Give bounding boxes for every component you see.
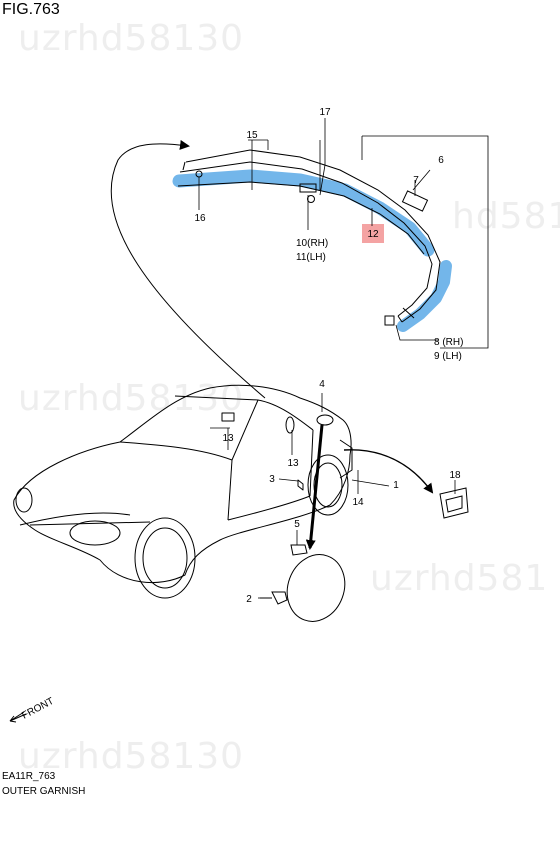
- figure-title: FIG.763: [2, 1, 60, 18]
- fuel-lid: [260, 544, 346, 622]
- callout-10[interactable]: 10(RH): [296, 238, 328, 249]
- callout-5[interactable]: 5: [294, 519, 300, 530]
- watermark: uzrhd58130: [18, 736, 245, 777]
- watermark: uzrhd58130: [18, 378, 245, 419]
- front-arrow-icon: [9, 711, 27, 723]
- callout-9[interactable]: 9 (LH): [434, 351, 462, 362]
- car-outline: [13, 384, 353, 599]
- part-18-clip: [439, 487, 469, 519]
- fuel-lid-arrow: [305, 424, 324, 550]
- callout-12[interactable]: 12: [367, 229, 379, 240]
- callout-14[interactable]: 14: [352, 497, 364, 508]
- highlight-strip-upper: [172, 169, 435, 257]
- callout-6[interactable]: 6: [438, 155, 444, 166]
- callout-3[interactable]: 3: [269, 474, 275, 485]
- watermark: uzrhd58130: [18, 18, 245, 59]
- diagram-code: EA11R_763: [2, 771, 56, 782]
- callout-4[interactable]: 4: [319, 379, 325, 390]
- callout-11[interactable]: 11(LH): [296, 252, 326, 263]
- callout-1[interactable]: 1: [393, 480, 399, 491]
- front-label: FRONT: [20, 696, 56, 722]
- diagram-caption: OUTER GARNISH: [2, 786, 86, 797]
- highlight-tag: [362, 224, 384, 243]
- callout-8[interactable]: 8 (RH): [434, 337, 463, 348]
- callout-13[interactable]: 13: [222, 433, 234, 444]
- callout-7[interactable]: 7: [413, 175, 419, 186]
- callout-18[interactable]: 18: [449, 470, 461, 481]
- callout-leaders-lower: [210, 393, 456, 599]
- callout-15[interactable]: 15: [246, 130, 258, 141]
- garnish-rail: [177, 149, 441, 326]
- watermark: uzrhd581: [370, 558, 549, 599]
- part-18-arrow: [343, 449, 434, 494]
- callout-16[interactable]: 16: [194, 213, 206, 224]
- watermark: hd581: [452, 196, 560, 237]
- callout-2[interactable]: 2: [246, 594, 252, 605]
- callout-17[interactable]: 17: [319, 107, 331, 118]
- callout-leaders-upper: [198, 118, 489, 349]
- callout-13[interactable]: 13: [287, 458, 299, 469]
- assembly-arrow: [110, 139, 266, 399]
- highlight-strip-lower: [397, 260, 452, 332]
